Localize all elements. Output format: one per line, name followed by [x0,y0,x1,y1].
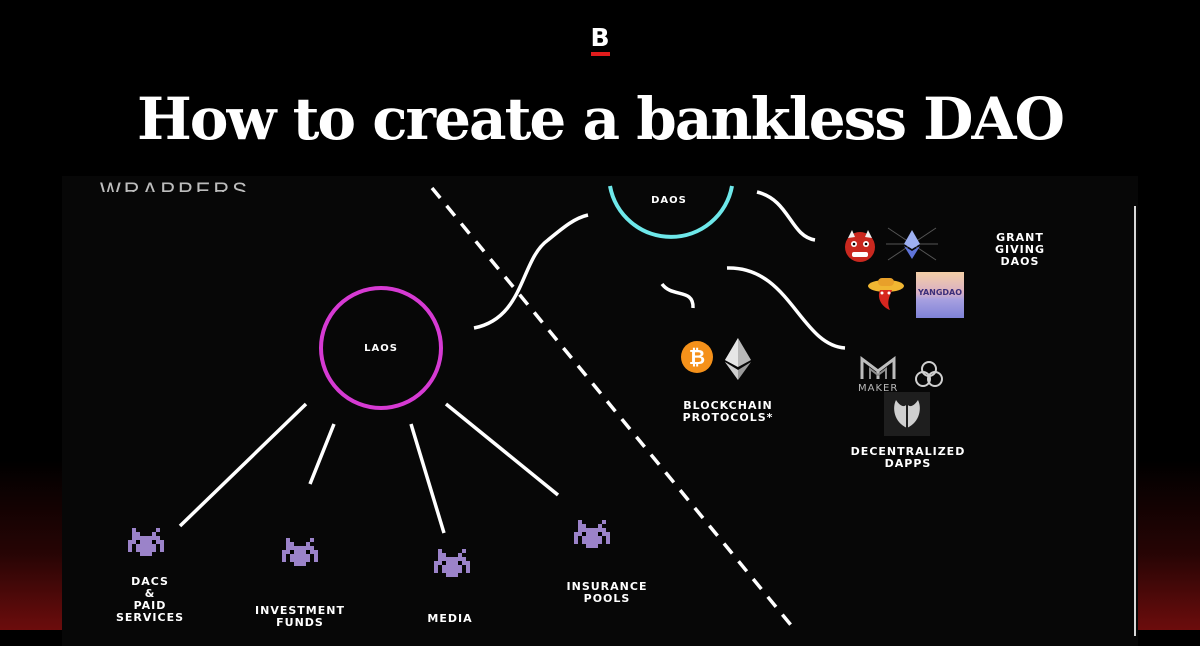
connector-blockchain [660,282,695,309]
bitcoin-icon: ₿ [681,341,713,373]
maker-icon [860,356,896,379]
connector-dacs [178,402,308,528]
tulip-icon [884,392,930,436]
media-label: MEDIA [427,612,473,625]
maker-label: MAKER [858,383,899,394]
clipped-heading: WRAPPERS [100,178,250,192]
dashed-divider [430,186,797,630]
decentralized-dapps-label: DECENTRALIZED DAPPS [850,445,966,470]
connector-dapps [726,266,846,350]
yangdao-badge: YANGDAO [916,272,964,318]
daos-ring [608,185,734,239]
diagram-lines [178,185,846,630]
ethereum-icon [886,227,938,261]
page-title: How to create a bankless DAO [136,85,1065,153]
grant-giving-daos-label: GRANT GIVING DAOS [995,231,1045,268]
logo-underline [590,52,610,56]
panel-edge [1134,206,1136,636]
ethereum-icon [725,338,751,380]
insurance-pools-label: INSURANCE POOLS [566,580,648,605]
logo-letter: B [590,23,610,52]
connector-grant [756,190,816,242]
chili-icon [868,278,904,310]
svg-text:₿: ₿ [689,345,705,369]
ogre-icon [845,230,875,262]
diagram-panel [62,176,1138,646]
space-invader-icon [128,528,164,556]
daos-label: DAOS [651,195,687,206]
space-invader-icon [282,538,318,566]
investment-funds-label: INVESTMENT FUNDS [255,604,345,629]
space-invader-icon [434,549,470,577]
connector-laos-daos [473,213,589,330]
connector-investment [308,423,336,485]
laos-label: LAOS [364,343,398,354]
space-invader-icon [574,520,610,548]
tri-ring-icon [915,361,943,387]
connector-media [409,423,446,534]
blockchain-protocols-label: BLOCKCHAIN PROTOCOLS* [682,399,774,424]
brand-logo[interactable]: B [589,24,611,58]
dacs-label: DACS & PAID SERVICES [115,575,185,624]
connector-insurance [444,402,560,497]
laos-ring [319,286,443,410]
yangdao-text: YANGDAO [917,288,963,297]
